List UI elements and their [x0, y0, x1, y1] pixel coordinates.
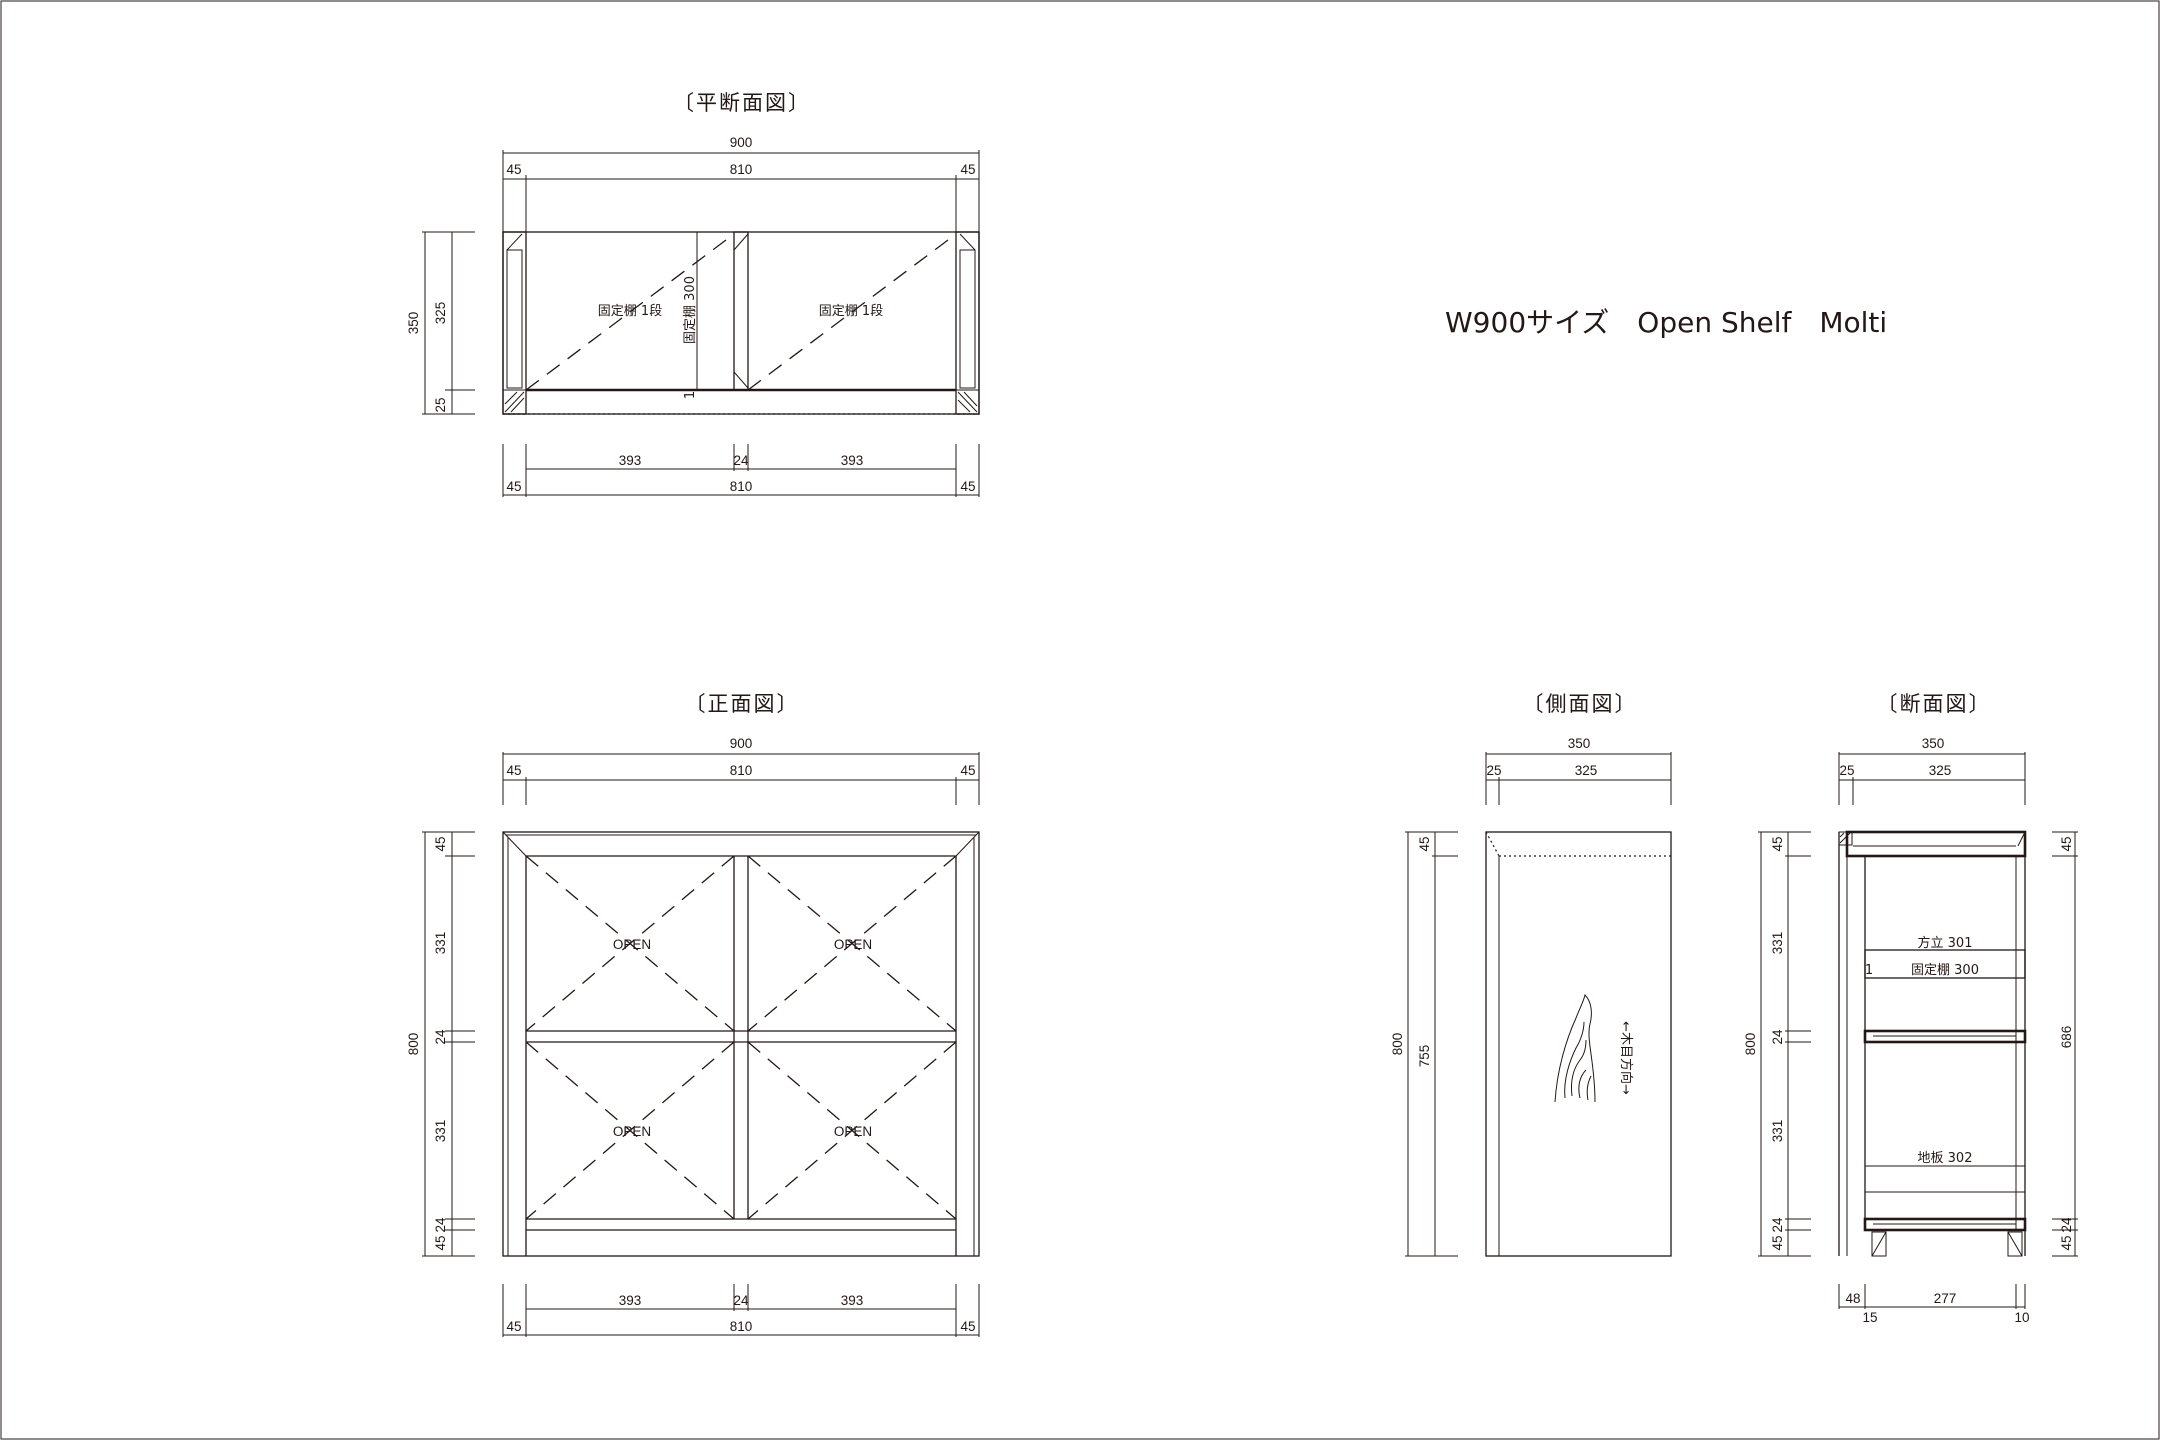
section-right-inner-height: 686 — [2059, 1026, 2074, 1049]
section-right-dimensions: 45 686 24 45 — [2052, 831, 2078, 1257]
plan-bottom-right: 45 — [960, 479, 975, 494]
side-body: ←木目方向→ — [1485, 831, 1672, 1257]
plan-inner-depth: 325 — [433, 302, 448, 325]
front-total-height: 800 — [406, 1033, 421, 1056]
front-bottom-left: 45 — [506, 1319, 521, 1334]
section-top-height: 45 — [1770, 836, 1785, 851]
front-heading: 〔正面図〕 — [685, 692, 800, 716]
plan-right-door-width: 393 — [841, 453, 864, 468]
section-bottom-d: 10 — [2014, 1310, 2029, 1325]
plan-shelf-left-label: 固定棚 1段 — [598, 304, 662, 319]
plan-divider-width: 24 — [733, 453, 749, 468]
front-side-dimensions: 800 45 331 24 331 24 45 — [406, 831, 475, 1257]
side-top-height: 45 — [1417, 836, 1432, 851]
front-lower-height: 331 — [433, 1120, 448, 1143]
section-total-depth: 350 — [1922, 736, 1945, 751]
section-right-base-shelf-height: 24 — [2059, 1217, 2074, 1233]
drawing-title: W900サイズ Open Shelf Molti — [1445, 306, 1887, 339]
section-bottom-dimensions: 48 277 15 10 — [1838, 1284, 2030, 1325]
open-label-bottom-left: OPEN — [613, 1124, 651, 1139]
section-post-label: 方立 301 — [1918, 935, 1973, 951]
plan-divider-label: 固定棚 300 — [683, 276, 698, 344]
section-total-height: 800 — [1743, 1033, 1758, 1056]
section-body: 方立 301 固定棚 300 1 地板 302 — [1838, 830, 2027, 1257]
wood-grain-icon — [1554, 993, 1596, 1103]
section-base-height: 45 — [1770, 1235, 1785, 1250]
side-total-depth: 350 — [1568, 736, 1591, 751]
section-bottom-c: 15 — [1862, 1310, 1877, 1325]
section-lower-height: 331 — [1770, 1120, 1785, 1143]
section-base-shelf-height: 24 — [1770, 1217, 1785, 1233]
section-inner-depth: 325 — [1929, 763, 1952, 778]
plan-heading: 〔平断面図〕 — [673, 91, 811, 115]
open-label-bottom-right: OPEN — [834, 1124, 872, 1139]
plan-bottom-dimensions: 393 24 393 45 810 45 — [502, 444, 980, 497]
front-left-door-width: 393 — [619, 1293, 642, 1308]
plan-side-dimensions: 350 325 25 — [406, 231, 475, 415]
section-right-base-height: 45 — [2059, 1235, 2074, 1250]
side-inner-depth: 325 — [1575, 763, 1598, 778]
plan-gap-label: 1 — [683, 391, 698, 399]
side-height-dimensions: 800 45 755 — [1390, 831, 1458, 1257]
front-left-width: 45 — [506, 763, 521, 778]
section-top-dimensions: 350 25 325 — [1838, 736, 2026, 805]
open-label-top-left: OPEN — [613, 937, 651, 952]
plan-body: 固定棚 1段 固定棚 1段 固定棚 300 1 — [502, 231, 980, 415]
front-top-height: 45 — [433, 836, 448, 851]
front-mid-height: 24 — [433, 1029, 448, 1045]
side-total-height: 800 — [1390, 1033, 1405, 1056]
grain-direction-label: ←木目方向→ — [1618, 1021, 1634, 1095]
section-floor-label: 地板 302 — [1918, 1151, 1973, 1166]
front-top-dimensions: 900 45 810 45 — [502, 736, 980, 805]
section-bottom-a: 48 — [1845, 1291, 1860, 1306]
section-right-top-height: 45 — [2059, 836, 2074, 851]
section-left-dimensions: 800 45 331 24 331 24 45 — [1743, 831, 1811, 1257]
section-upper-height: 331 — [1770, 932, 1785, 955]
section-heading: 〔断面図〕 — [1877, 692, 1992, 716]
front-bottom-dimensions: 393 24 393 45 810 45 — [502, 1284, 980, 1337]
open-label-top-right: OPEN — [834, 937, 872, 952]
section-mid-height: 24 — [1770, 1029, 1785, 1045]
plan-front-depth: 25 — [433, 397, 448, 412]
section-bottom-b: 277 — [1934, 1291, 1957, 1306]
front-divider-width: 24 — [733, 1293, 749, 1308]
front-upper-height: 331 — [433, 932, 448, 955]
front-base-shelf-height: 24 — [433, 1217, 448, 1233]
plan-bottom-mid: 810 — [730, 479, 753, 494]
plan-left-width: 45 — [506, 162, 521, 177]
front-body: OPEN OPEN OPEN OPEN — [502, 831, 980, 1257]
side-top-dimensions: 350 25 325 — [1485, 736, 1672, 805]
front-base-height: 45 — [433, 1235, 448, 1250]
plan-view: 〔平断面図〕 900 45 810 45 — [406, 91, 980, 497]
side-body-height: 755 — [1417, 1045, 1432, 1068]
section-shelf-label: 固定棚 300 — [1911, 963, 1979, 978]
plan-bottom-left: 45 — [506, 479, 521, 494]
plan-inner-width: 810 — [730, 162, 753, 177]
front-inner-width: 810 — [730, 763, 753, 778]
side-view: 〔側面図〕 350 25 325 ←木目方向→ — [1390, 692, 1672, 1257]
section-gap-label: 1 — [1865, 963, 1873, 978]
plan-left-door-width: 393 — [619, 453, 642, 468]
front-right-door-width: 393 — [841, 1293, 864, 1308]
front-bottom-mid: 810 — [730, 1319, 753, 1334]
section-view: 〔断面図〕 350 25 325 方立 — [1743, 692, 2078, 1325]
plan-total-width: 900 — [730, 135, 753, 150]
front-right-width: 45 — [960, 763, 975, 778]
front-total-width: 900 — [730, 736, 753, 751]
section-front-depth: 25 — [1839, 763, 1854, 778]
plan-shelf-right-label: 固定棚 1段 — [819, 304, 883, 319]
plan-top-dimensions: 900 45 810 45 — [502, 135, 980, 232]
side-front-depth: 25 — [1486, 763, 1501, 778]
plan-right-width: 45 — [960, 162, 975, 177]
front-view: 〔正面図〕 900 45 810 45 — [406, 692, 980, 1337]
front-bottom-right: 45 — [960, 1319, 975, 1334]
side-heading: 〔側面図〕 — [1523, 692, 1638, 716]
plan-total-depth: 350 — [406, 312, 421, 335]
